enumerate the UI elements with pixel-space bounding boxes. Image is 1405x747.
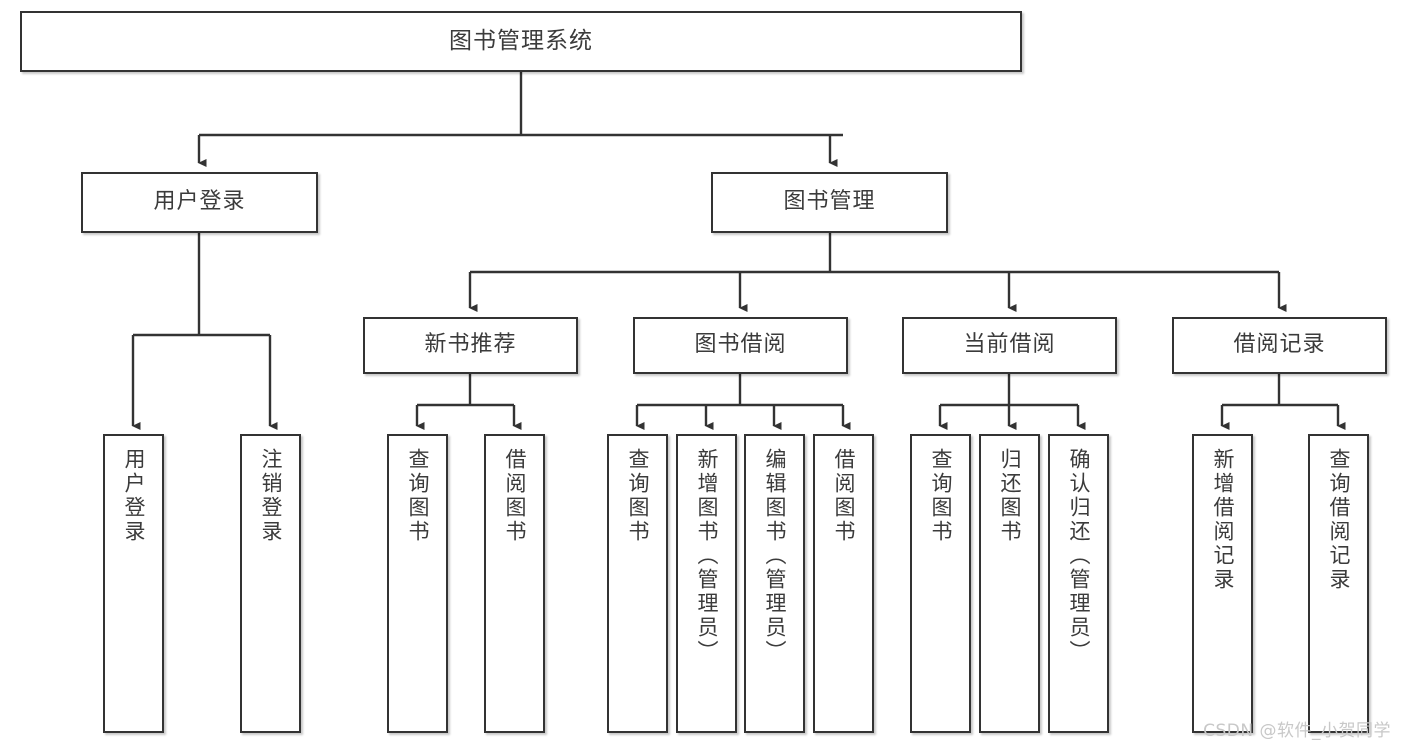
node-root-book-management-system[interactable]: 图书管理系统 (20, 11, 1022, 72)
csdn-watermark: CSDN @软件_小贺同学 (1203, 721, 1391, 741)
leaf-label: 编辑图书（管理员） (762, 448, 787, 664)
node-book-management[interactable]: 图书管理 (711, 172, 948, 233)
leaf-label: 借阅图书 (831, 448, 856, 544)
leaf-label: 查询图书 (405, 448, 430, 544)
node-label: 图书借阅 (694, 332, 787, 358)
leaf-label: 新增借阅记录 (1210, 448, 1235, 592)
node-new-book-recommend[interactable]: 新书推荐 (363, 317, 578, 374)
leaf-label: 归还图书 (997, 448, 1022, 544)
leaf-add-book-admin[interactable]: 新增图书（管理员） (676, 434, 737, 733)
leaf-borrow-book[interactable]: 借阅图书 (813, 434, 874, 733)
leaf-user-login[interactable]: 用户登录 (103, 434, 164, 733)
leaf-label: 确认归还（管理员） (1066, 448, 1091, 664)
leaf-query-book-current[interactable]: 查询图书 (910, 434, 971, 733)
node-borrow-record[interactable]: 借阅记录 (1172, 317, 1387, 374)
leaf-label: 用户登录 (121, 448, 146, 544)
leaf-query-borrow-record[interactable]: 查询借阅记录 (1308, 434, 1369, 733)
leaf-label: 借阅图书 (502, 448, 527, 544)
node-label: 图书管理 (783, 189, 876, 215)
node-book-borrow[interactable]: 图书借阅 (633, 317, 848, 374)
node-label: 当前借阅 (963, 332, 1056, 358)
leaf-query-book-borrow[interactable]: 查询图书 (607, 434, 668, 733)
leaf-return-book[interactable]: 归还图书 (979, 434, 1040, 733)
leaf-borrow-book-newbook[interactable]: 借阅图书 (484, 434, 545, 733)
leaf-confirm-return-admin[interactable]: 确认归还（管理员） (1048, 434, 1109, 733)
leaf-label: 注销登录 (258, 448, 283, 544)
leaf-edit-book-admin[interactable]: 编辑图书（管理员） (744, 434, 805, 733)
leaf-label: 新增图书（管理员） (694, 448, 719, 664)
leaf-label: 查询图书 (928, 448, 953, 544)
leaf-logout[interactable]: 注销登录 (240, 434, 301, 733)
node-user-login[interactable]: 用户登录 (81, 172, 318, 233)
node-label: 用户登录 (153, 189, 246, 215)
node-label: 图书管理系统 (449, 27, 593, 54)
node-label: 借阅记录 (1233, 332, 1326, 358)
leaf-label: 查询图书 (625, 448, 650, 544)
leaf-label: 查询借阅记录 (1326, 448, 1351, 592)
node-current-borrow[interactable]: 当前借阅 (902, 317, 1117, 374)
node-label: 新书推荐 (424, 332, 517, 358)
leaf-query-book-newbook[interactable]: 查询图书 (387, 434, 448, 733)
leaf-add-borrow-record[interactable]: 新增借阅记录 (1192, 434, 1253, 733)
